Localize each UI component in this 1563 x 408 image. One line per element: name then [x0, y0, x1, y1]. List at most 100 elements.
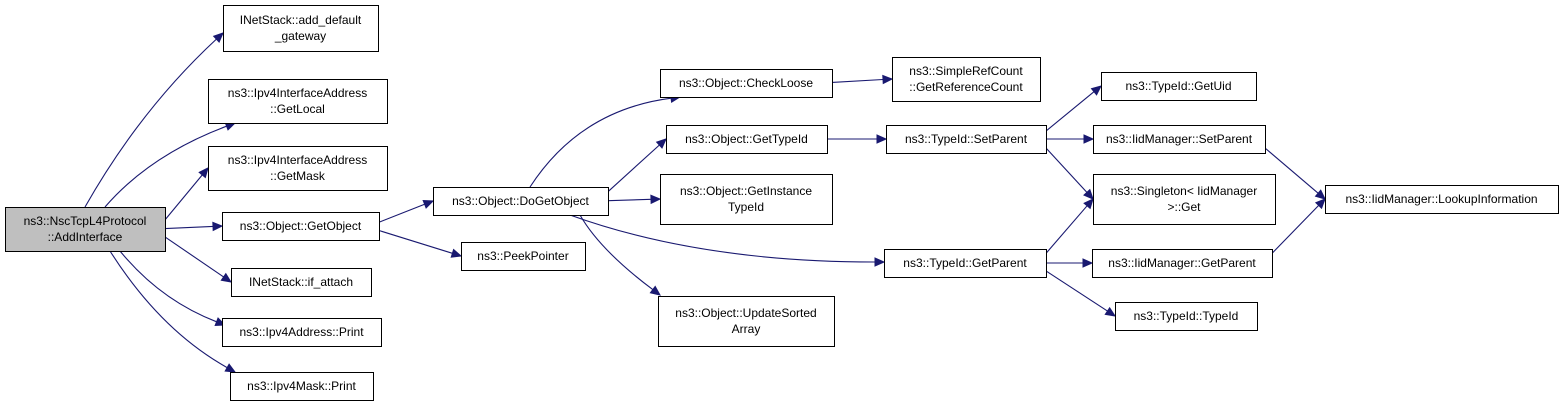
edge-line — [164, 174, 203, 221]
node-label: INetStack::if_attach — [249, 275, 353, 289]
edge-iid-setparent-to-iid-lookup — [1264, 147, 1326, 200]
node-label: ns3::TypeId::GetParent — [903, 256, 1027, 270]
edge-line — [119, 250, 217, 323]
node-tid-getuid[interactable]: ns3::TypeId::GetUid — [1101, 72, 1257, 101]
node-getobject[interactable]: ns3::Object::GetObject — [222, 212, 380, 241]
edge-line — [1045, 147, 1088, 193]
arrowhead — [450, 248, 463, 258]
edge-dogetobject-to-getinstancetypeid — [607, 194, 662, 205]
arrowhead — [1083, 198, 1094, 210]
node-label: ns3::Ipv4InterfaceAddress — [228, 86, 367, 100]
node-dogetobject[interactable]: ns3::Object::DoGetObject — [433, 187, 609, 216]
node-label: ::AddInterface — [48, 230, 123, 244]
edge-line — [104, 125, 227, 208]
arrowhead — [224, 363, 237, 373]
edge-line — [569, 214, 876, 263]
edge-line — [378, 203, 425, 223]
node-label: _gateway — [274, 29, 326, 43]
node-tid-setparent[interactable]: ns3::TypeId::SetParent — [886, 125, 1047, 154]
node-iid-setparent[interactable]: ns3::IidManager::SetParent — [1093, 125, 1266, 154]
node-peekpointer[interactable]: ns3::PeekPointer — [461, 242, 586, 271]
node-label: ns3::TypeId::GetUid — [1125, 79, 1231, 93]
edge-line — [607, 144, 660, 193]
edge-line — [831, 78, 884, 83]
node-box — [658, 296, 835, 347]
edge-root-to-ifa-local — [104, 121, 237, 208]
node-box — [1101, 72, 1257, 101]
node-box — [1093, 125, 1266, 154]
node-label: INetStack::add_default — [240, 13, 362, 27]
arrowhead — [212, 32, 224, 43]
node-box — [208, 79, 388, 124]
edge-root-to-getobject — [164, 221, 224, 232]
arrowhead — [422, 200, 435, 209]
node-tid-typeid[interactable]: ns3::TypeId::TypeId — [1115, 302, 1258, 331]
edge-dogetobject-to-updatesorted — [579, 214, 661, 296]
arrowhead — [198, 167, 209, 179]
node-obj-gettypeid[interactable]: ns3::Object::GetTypeId — [666, 125, 828, 154]
node-root[interactable]: ns3::NscTcpL4Protocol::AddInterface — [5, 207, 166, 252]
arrowhead — [649, 285, 661, 296]
node-box — [1325, 185, 1559, 214]
node-mask-print[interactable]: ns3::Ipv4Mask::Print — [230, 372, 374, 401]
node-tid-getparent[interactable]: ns3::TypeId::GetParent — [884, 249, 1047, 278]
node-add-gw[interactable]: INetStack::add_default_gateway — [223, 5, 379, 52]
node-checkloose[interactable]: ns3::Object::CheckLoose — [660, 69, 833, 98]
node-label: >::Get — [1167, 200, 1201, 214]
node-box — [660, 69, 833, 98]
node-label: ::GetLocal — [270, 102, 325, 116]
edge-line — [1045, 205, 1088, 254]
edge-tid-getparent-to-tid-typeid — [1045, 270, 1117, 317]
edge-tid-getparent-to-singleton-get — [1045, 198, 1094, 254]
edge-line — [579, 214, 654, 291]
edge-line — [1271, 205, 1320, 254]
node-if-attach[interactable]: INetStack::if_attach — [231, 268, 372, 297]
edge-getobject-to-peekpointer — [378, 229, 463, 258]
node-box — [5, 207, 166, 252]
edge-obj-gettypeid-to-tid-setparent — [827, 134, 888, 144]
edge-line — [1045, 91, 1095, 132]
node-box — [433, 187, 609, 216]
node-ifa-mask[interactable]: ns3::Ipv4InterfaceAddress::GetMask — [208, 146, 388, 191]
edge-line — [607, 198, 652, 202]
node-addr-print[interactable]: ns3::Ipv4Address::Print — [222, 318, 382, 347]
node-box — [1092, 249, 1273, 278]
edge-tid-setparent-to-singleton-get — [1045, 147, 1094, 200]
nodes-layer: ns3::NscTcpL4Protocol::AddInterfaceINetS… — [5, 5, 1559, 401]
edge-root-to-add-gw — [84, 32, 224, 208]
node-singleton-get[interactable]: ns3::Singleton< IidManager>::Get — [1093, 174, 1276, 225]
node-ifa-local[interactable]: ns3::Ipv4InterfaceAddress::GetLocal — [208, 79, 388, 124]
node-label: ns3::NscTcpL4Protocol — [24, 214, 147, 228]
node-label: ns3::PeekPointer — [477, 249, 568, 263]
edge-dogetobject-to-tid-getparent — [569, 214, 886, 267]
edge-line — [164, 225, 214, 230]
edge-line — [1264, 147, 1319, 194]
node-label: ::GetMask — [270, 169, 326, 183]
node-label: ns3::Object::CheckLoose — [679, 76, 813, 90]
node-iid-getparent[interactable]: ns3::IidManager::GetParent — [1092, 249, 1273, 278]
node-label: ns3::Object::UpdateSorted — [675, 306, 816, 320]
node-label: ns3::IidManager::SetParent — [1106, 132, 1253, 146]
node-label: ns3::SimpleRefCount — [909, 64, 1023, 78]
edge-tid-setparent-to-iid-setparent — [1046, 134, 1095, 144]
node-getrefcount[interactable]: ns3::SimpleRefCount::GetReferenceCount — [892, 57, 1041, 102]
node-label: ns3::Singleton< IidManager — [1111, 184, 1257, 198]
arrowhead — [1083, 188, 1094, 200]
edge-checkloose-to-getrefcount — [831, 74, 894, 85]
node-iid-lookup[interactable]: ns3::IidManager::LookupInformation — [1325, 185, 1559, 214]
edge-line — [378, 229, 453, 254]
node-box — [208, 146, 388, 191]
edge-line — [84, 38, 217, 208]
edges-layer — [84, 32, 1326, 373]
edge-line — [1045, 270, 1108, 312]
node-label: ns3::Object::GetTypeId — [685, 132, 808, 146]
node-box — [231, 268, 372, 297]
arrowhead — [882, 74, 894, 85]
node-box — [1115, 302, 1258, 331]
node-label: ns3::Ipv4Mask::Print — [247, 379, 356, 393]
node-label: TypeId — [728, 200, 764, 214]
arrowhead — [1090, 85, 1102, 96]
edge-root-to-ifa-mask — [164, 167, 209, 221]
